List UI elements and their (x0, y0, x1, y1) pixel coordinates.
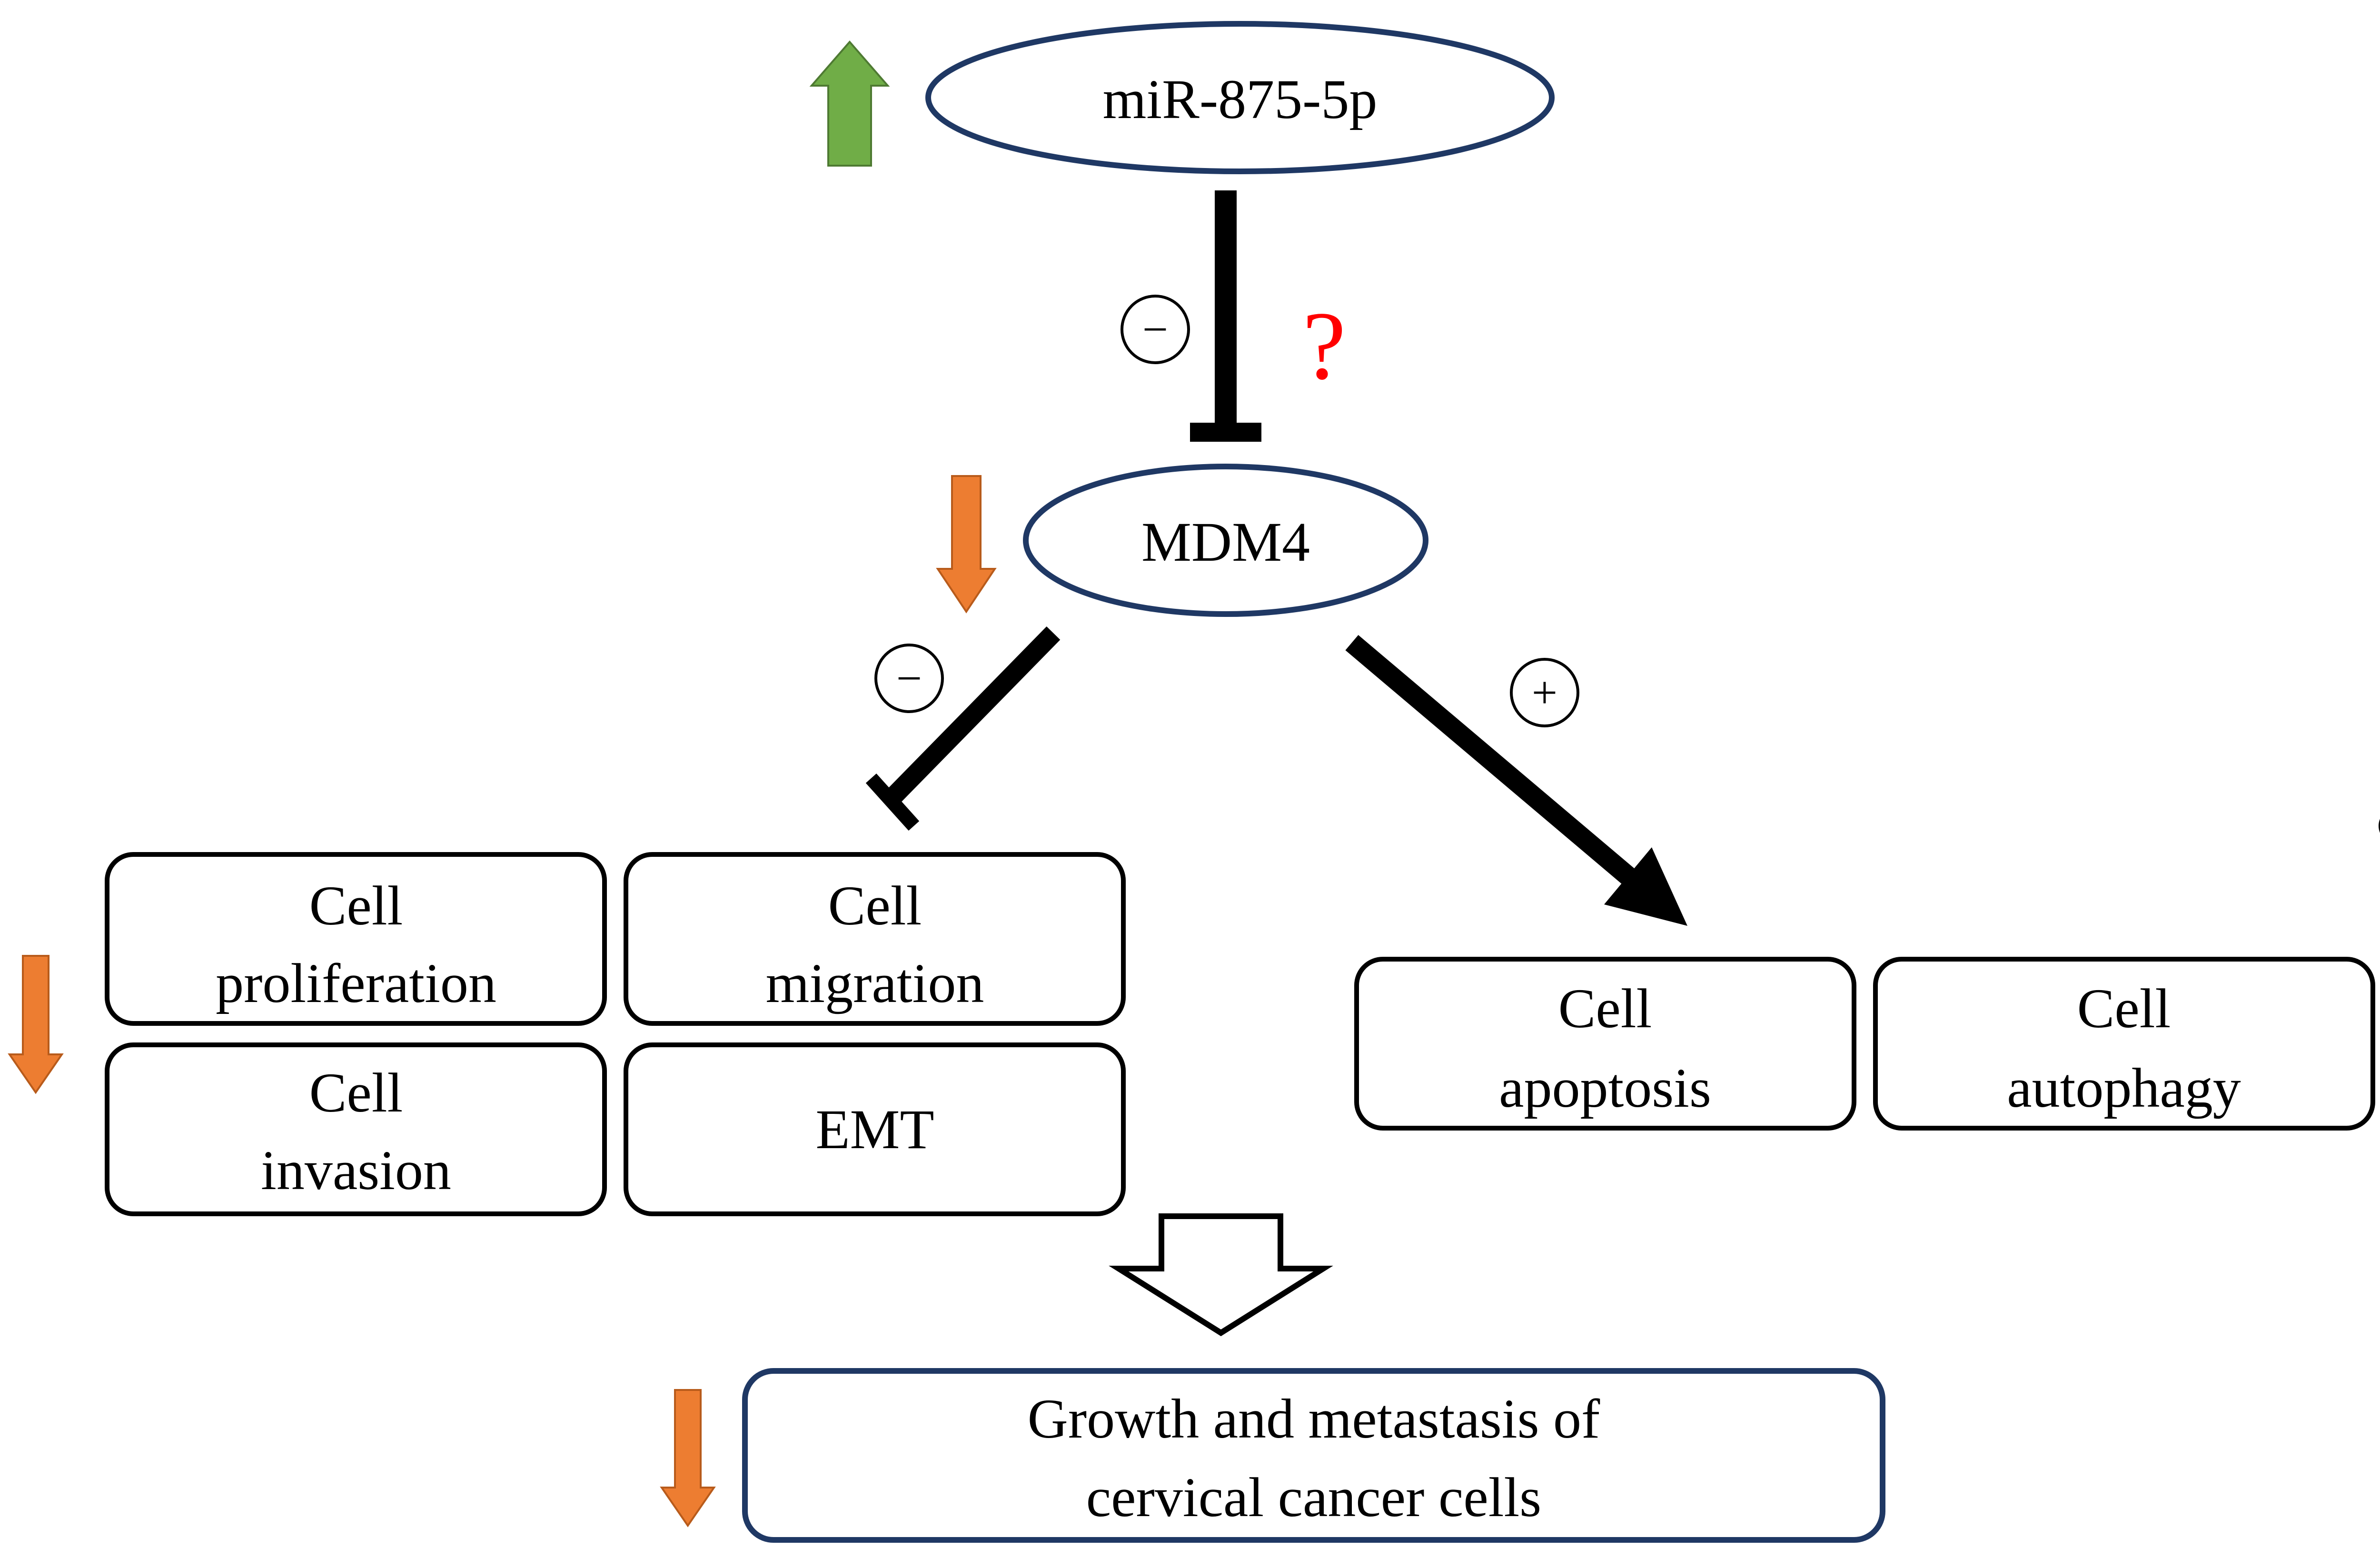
mirna-node: miR-875-5p (925, 21, 1555, 174)
svg-text:Growth and metastasis of: Growth and metastasis of (1028, 1388, 1600, 1450)
svg-text:−: − (1142, 304, 1168, 355)
box-cell-migration: Cell migration (624, 852, 1126, 1026)
box-cell-invasion: Cell invasion (105, 1042, 607, 1216)
svg-text:Cell: Cell (1558, 977, 1652, 1040)
box-emt: EMT (624, 1042, 1126, 1216)
svg-text:proliferation: proliferation (216, 952, 496, 1014)
box-cell-apoptosis: Cell apoptosis (1354, 957, 1856, 1131)
svg-text:apoptosis: apoptosis (1499, 1057, 1711, 1119)
question-mark: ? (1303, 292, 1346, 400)
hollow-down-arrow-icon (1109, 1213, 1333, 1337)
mirna-mdm4-inhibition (1190, 190, 1261, 442)
box-cell-autophagy: Cell autophagy (1873, 957, 2375, 1131)
svg-text:Cell: Cell (2077, 977, 2171, 1040)
sign-plus-mdm4-right: + (1510, 658, 1579, 727)
svg-text:cervical cancer cells: cervical cancer cells (1086, 1466, 1541, 1528)
left-group-down-arrow-icon (8, 955, 64, 1094)
box-cell-proliferation: Cell proliferation (105, 852, 607, 1026)
mirna-up-arrow-icon (809, 40, 890, 167)
svg-text:Cell: Cell (828, 874, 922, 937)
svg-text:autophagy: autophagy (2007, 1057, 2241, 1119)
sign-minus-mirna-mdm4: − (1121, 295, 1190, 364)
svg-text:Cell: Cell (309, 1062, 403, 1124)
stray-dot (2379, 819, 2380, 833)
mdm4-ellipse (1023, 464, 1428, 617)
svg-text:+: + (1532, 667, 1557, 718)
sign-minus-mdm4-left: − (874, 644, 944, 713)
svg-text:invasion: invasion (261, 1139, 451, 1201)
mdm4-down-arrow-icon (936, 475, 997, 614)
mdm4-node: MDM4 (1023, 464, 1428, 617)
mdm4-right-activation (1345, 635, 1687, 926)
outcome-down-arrow-icon (660, 1389, 716, 1528)
svg-text:−: − (896, 653, 922, 704)
mdm4-left-inhibition (865, 626, 1061, 831)
mirna-label: miR-875-5p (1103, 68, 1378, 130)
mdm4-label: MDM4 (1141, 511, 1310, 573)
svg-text:EMT: EMT (815, 1098, 934, 1161)
box-outcome: Growth and metastasis of cervical cancer… (742, 1368, 1885, 1543)
svg-text:Cell: Cell (309, 874, 403, 937)
svg-text:migration: migration (766, 952, 984, 1014)
mirna-ellipse (925, 21, 1555, 174)
